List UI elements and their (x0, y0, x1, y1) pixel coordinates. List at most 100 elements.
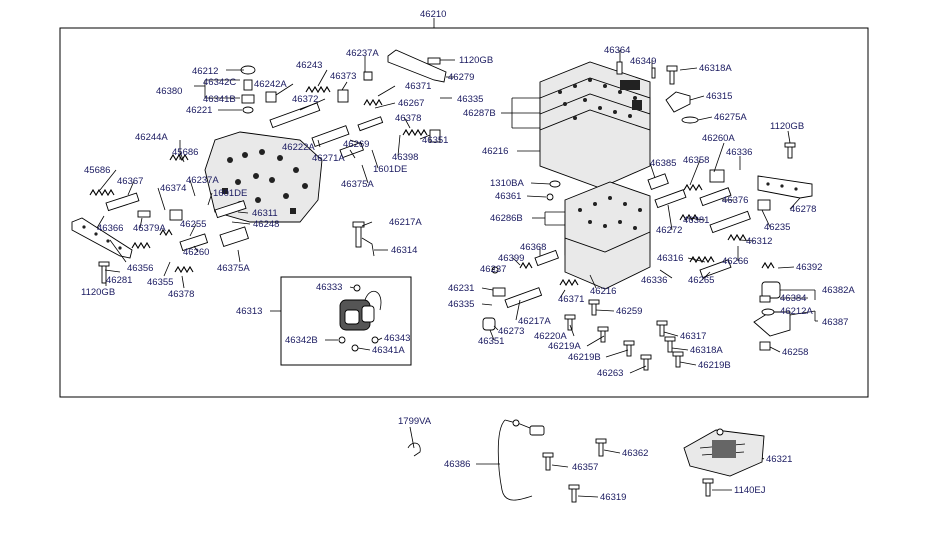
part-label: 46368 (520, 242, 546, 253)
leader-lines (96, 50, 818, 498)
part-label: 46237A (186, 175, 219, 186)
lower-valve-body-right (564, 181, 651, 290)
part-label: 1799VA (398, 416, 432, 427)
part-label: 46217A (389, 217, 422, 228)
part-label: 46371 (405, 81, 431, 92)
part-label: 46341A (372, 345, 405, 356)
part-label: 46398 (392, 152, 418, 163)
part-label: 46314 (391, 245, 417, 256)
part-label: 46273 (498, 326, 524, 337)
part-number-labels: 46210 46212 46342C 46242A 46380 46341B 4… (81, 9, 855, 503)
part-label: 46362 (622, 448, 648, 459)
retainer-plate-top (363, 49, 447, 83)
part-label: 46358 (683, 155, 709, 166)
part-label: 46248 (253, 219, 279, 230)
part-label: 46242A (254, 79, 287, 90)
part-label: 46364 (604, 45, 630, 56)
part-label: 46311 (252, 208, 278, 219)
part-label: 46333 (316, 282, 342, 293)
part-label: 46378 (168, 289, 194, 300)
part-label: 46263 (597, 368, 623, 379)
part-label: 46317 (680, 331, 706, 342)
main-assembly-frame (59, 27, 869, 398)
part-label: 46385 (650, 158, 676, 169)
valve-spools-right (482, 169, 771, 331)
left-separator-plate (71, 217, 133, 259)
valve-spools-left (105, 65, 441, 252)
part-label: 46336 (726, 147, 752, 158)
part-label: 46387 (822, 317, 848, 328)
solenoid-subassembly-frame (280, 276, 412, 366)
part-label: 46267 (398, 98, 424, 109)
part-label: 1120GB (81, 287, 115, 298)
part-label: 46244A (135, 132, 168, 143)
part-label: 46342B (285, 335, 318, 346)
bolts-lower (542, 438, 714, 503)
part-label: 46269 (343, 139, 369, 150)
bolts-left (98, 221, 375, 284)
part-label: 46260A (702, 133, 735, 144)
part-label: 45686 (172, 147, 198, 158)
clip-1799VA (407, 442, 421, 457)
part-label: 46312 (746, 236, 772, 247)
part-label: 46237 (480, 264, 506, 275)
part-label: 46375A (341, 179, 374, 190)
part-label: 46212 (192, 66, 218, 77)
part-label: 46258 (782, 347, 808, 358)
part-label: 45686 (84, 165, 110, 176)
part-label: 46375A (217, 263, 250, 274)
part-label: 46216 (590, 286, 616, 297)
part-label: 46349 (630, 56, 656, 67)
part-label: 46222A (282, 142, 315, 153)
part-label: 46367 (117, 176, 143, 187)
part-label: 46392 (796, 262, 822, 273)
part-label: 46376 (722, 195, 748, 206)
lower-valve-body (204, 131, 323, 223)
part-label: 46212A (780, 306, 813, 317)
part-label: 46313 (236, 306, 262, 317)
part-label: 46217A (518, 316, 551, 327)
part-label: 46278 (790, 204, 816, 215)
part-label: 46371 (558, 294, 584, 305)
part-label: 46210 (420, 9, 446, 20)
part-label: 46243 (296, 60, 322, 71)
part-label: 46351 (422, 135, 448, 146)
part-label: 46318A (699, 63, 732, 74)
part-label: 46271A (312, 153, 345, 164)
part-label: 46321 (766, 454, 792, 465)
part-label: 46279 (448, 72, 474, 83)
part-label: 46235 (764, 222, 790, 233)
part-label: 46260 (183, 247, 209, 258)
part-label: 1601DE (373, 164, 407, 175)
part-label: 46351 (478, 336, 504, 347)
oil-filter (683, 428, 765, 477)
part-label: 46355 (147, 277, 173, 288)
part-label: 46220A (534, 331, 567, 342)
part-label: 1140EJ (734, 485, 766, 496)
part-label: 46316 (657, 253, 683, 264)
part-label: 46255 (180, 219, 206, 230)
part-label: 46342C (203, 77, 236, 88)
part-label: 46381 (683, 215, 709, 226)
part-label: 46373 (330, 71, 356, 82)
part-label: 46281 (106, 275, 132, 286)
part-label: 46315 (706, 91, 732, 102)
part-label: 46259 (616, 306, 642, 317)
part-label: 46231 (448, 283, 474, 294)
part-label: 46221 (186, 105, 212, 116)
solenoid-valve (338, 284, 382, 352)
right-separator-plate (757, 175, 813, 199)
springs-right (519, 183, 775, 287)
part-label: 46335 (457, 94, 483, 105)
part-label: 46384 (780, 293, 806, 304)
part-label: 46336 (641, 275, 667, 286)
part-label: 1601DE (213, 188, 247, 199)
part-label: 1310BA (490, 178, 524, 189)
part-label: 46286B (490, 213, 523, 224)
part-label: 46357 (572, 462, 598, 473)
part-label: 46356 (127, 263, 153, 274)
part-label: 46366 (97, 223, 123, 234)
part-label: 46374 (160, 183, 186, 194)
part-label: 1120GB (770, 121, 804, 132)
